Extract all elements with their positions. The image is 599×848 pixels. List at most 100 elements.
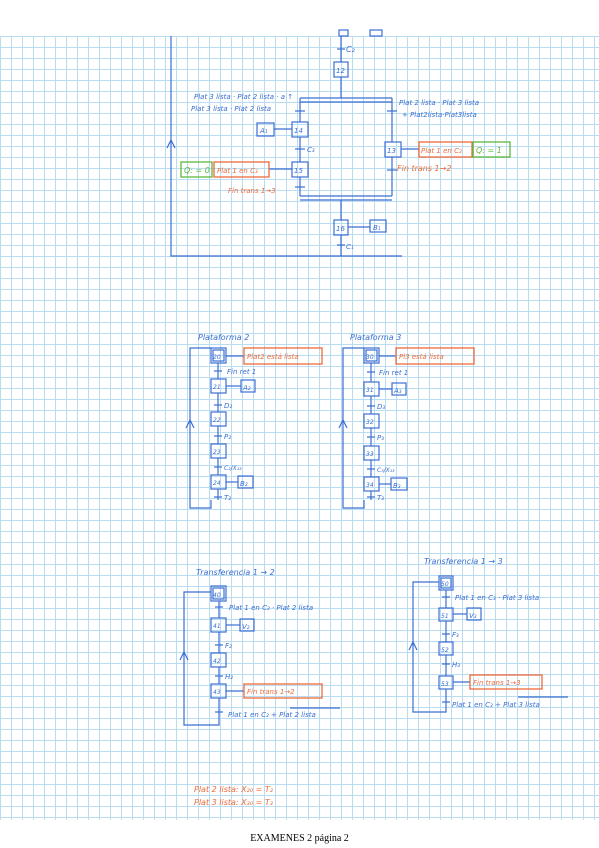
step-number: 53 [441,681,449,688]
step-number: 14 [294,127,303,135]
step-box-initial-inner [440,577,452,589]
transition-label: D₂ [224,402,232,410]
q1-box [472,141,511,158]
plat-c3-box [213,161,270,178]
step-box [369,29,383,37]
transition-label: H₃ [452,661,460,669]
action-label: B₂ [240,480,248,488]
action-label: B₃ [393,482,401,490]
transition-label: T₃ [377,494,384,502]
transition-condition: Plat 2 lista · Plat 3 lista [399,99,479,107]
section-title: Plataforma 2 [198,333,249,342]
transition-label: C₃/X₁₃ [377,467,395,474]
trans12-return-line [183,591,220,726]
trans13-return-arrow [408,640,418,651]
action-label: Plat 1 en C₂ [421,147,462,155]
transition-label: Plat 1 en C₂ · Plat 2 lista [229,604,313,612]
action-label: A₂ [242,384,251,392]
step-number: 43 [213,689,221,696]
step-box [210,411,227,427]
plat3-note-box [395,347,475,365]
plat3-return-arrow [338,418,348,429]
page-footer: EXAMENES 2 página 2 [250,833,349,844]
action-label: A₃ [393,387,402,395]
step-number: 31 [366,387,374,394]
top-left-return-line [170,36,402,257]
action-label: Q: = 1 [476,146,502,155]
step-number: 42 [213,658,221,665]
transition-label: C₃ [307,146,315,154]
step-number: 23 [213,449,221,456]
transition-label: Plat 1 en C₃ · Plat 3 lista [455,594,539,602]
step-box [210,652,227,668]
step-number: 51 [441,613,449,620]
trans12-note-box [243,683,323,699]
section-title: Transferencia 1 → 2 [196,568,275,577]
step-number: 32 [366,419,374,426]
step-box [363,445,380,461]
step-number: 16 [336,225,345,233]
step-box [333,61,349,78]
transition-label: Fin ret 1 [227,368,256,376]
action-label: V₃ [469,612,477,620]
plat2-return-line [189,347,212,509]
equation-line: Plat 3 lista: X₃₀ = T₃ [194,798,273,807]
transition-label: C₁ [346,243,354,251]
action-label: Plat 1 en C₃ [217,167,258,175]
grid-paper-background [0,36,599,820]
plat-c2-box [418,141,473,158]
transition-condition: Plat 3 lista · Plat 2 lista · a ↑ [194,93,293,101]
transition-label: P₂ [224,433,231,441]
q0-box [180,161,213,178]
step-number: 30 [366,354,374,361]
action-label: Fin trans 1→2 [247,688,295,696]
action-label: Plat2 está lista [247,353,299,361]
step-box-initial-inner [365,349,378,362]
transition-label: T₂ [224,494,231,502]
step-number: 34 [366,482,374,489]
transition-label: F₂ [225,642,232,650]
action-label: Pl3 está lista [399,353,444,361]
step-number: 41 [213,623,221,630]
step-number: 15 [294,167,303,175]
step-number: 40 [213,592,221,599]
step-box-initial-inner [212,349,225,362]
transition-label: Fin ret 1 [379,369,408,377]
section-title: Transferencia 1 → 3 [424,557,503,566]
step-number: 33 [366,451,374,458]
plat2-return-arrow [185,418,195,429]
trans13-note-box [469,674,543,690]
top-return-arrow [166,138,176,149]
step-box [210,443,227,459]
step-box [363,413,380,429]
transition-label: Plat 1 en C₃ + Plat 3 lista [452,701,540,709]
action-label: B₁ [373,224,381,232]
step-number: 12 [336,67,345,75]
action-label: Q: = 0 [184,166,210,175]
step-number: 24 [213,480,221,487]
action-label: A₁ [259,127,268,135]
plat2-note-box [243,347,323,365]
step-box [438,641,454,656]
plat3-return-line [342,347,365,509]
transition-label: C₂ [346,45,356,54]
action-label: V₂ [242,623,250,631]
step-number: 22 [213,417,221,424]
step-number: 21 [213,384,221,391]
step-number: 20 [213,354,221,361]
transition-label: C₂/X₁₃ [224,465,242,472]
transition-condition: + Plat2lista·Plat3lista [402,111,477,119]
trans13-return-line [412,581,447,713]
transition-condition: Plat 3 lista · Plat 2 lista [191,105,271,113]
transition-label: P₃ [377,434,384,442]
step-box [338,29,349,37]
step-box-initial-inner [212,587,225,600]
step-number: 52 [441,647,449,654]
step-number: 13 [387,147,396,155]
transition-label: Plat 1 en C₂ + Plat 2 lista [228,711,316,719]
action-label: Fin trans 1→3 [473,679,521,687]
equation-line: Plat 2 lista: X₂₀ = T₂ [194,785,274,794]
transition-label: H₂ [225,673,233,681]
action-box [369,219,387,233]
